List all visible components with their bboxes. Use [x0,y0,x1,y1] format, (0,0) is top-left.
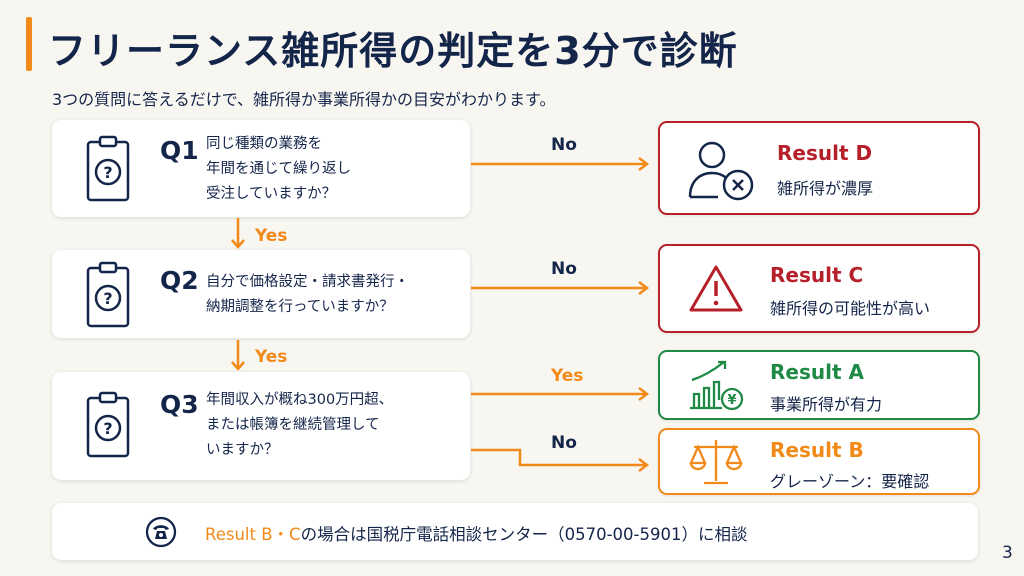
result-card-b: Result B グレーゾーン：要確認 [658,428,980,495]
label-q3-yes: Yes [551,366,584,386]
arrow-q3-yes [471,387,650,401]
question-label: Q2 [160,266,199,295]
warning-icon [689,265,743,312]
result-title: Result D [777,141,873,165]
question-card-q3: ? Q3 年間収入が概ね300万円超、 または帳簿を継続管理して いますか？ [52,372,470,480]
user-x-icon [688,141,754,201]
consultation-note: Result B・Cの場合は国税庁電話相談センター（0570-00-5901）に… [52,503,978,560]
question-line: 同じ種類の業務を [206,136,322,152]
title-accent-bar [26,17,32,71]
result-title: Result C [770,263,864,287]
question-text: 年間収入が概ね300万円超、 または帳簿を継続管理して いますか？ [206,388,393,463]
result-card-a: ¥ Result A 事業所得が有力 [658,350,980,420]
question-line: 納期調整を行っていますか？ [206,299,394,315]
svg-text:?: ? [103,289,112,308]
svg-text:¥: ¥ [727,393,736,408]
result-title: Result A [770,360,864,384]
question-label: Q3 [160,390,199,419]
arrow-q1-no [471,157,650,171]
label-q3-no: No [551,433,577,453]
growth-yen-icon: ¥ [690,360,744,411]
svg-text:?: ? [103,163,112,182]
consultation-highlight: Result B・C [205,525,301,544]
question-line: いますか？ [206,442,279,458]
question-line: または帳簿を継続管理して [206,417,380,433]
question-line: 自分で価格設定・請求書発行・ [206,274,409,290]
svg-text:?: ? [103,419,112,438]
result-text: 雑所得の可能性が高い [770,299,931,318]
question-card-q1: ? Q1 同じ種類の業務を 年間を通じて繰り返し 受注していますか？ [52,120,470,217]
page-title: フリーランス雑所得の判定を3分で診断 [48,29,738,73]
result-title: Result B [770,438,864,462]
consultation-body: の場合は国税庁電話相談センター（0570-00-5901）に相談 [300,525,748,544]
result-text: グレーゾーン：要確認 [770,472,930,491]
arrow-q2-no [471,281,650,295]
question-line: 年間収入が概ね300万円超、 [206,392,394,408]
label-q2-no: No [551,259,577,279]
consultation-text: Result B・Cの場合は国税庁電話相談センター（0570-00-5901）に… [205,521,747,545]
page-subtitle: 3つの質問に答えるだけで、雑所得か事業所得かの目安がわかります。 [52,90,556,109]
clipboard-question-icon: ? [86,135,130,202]
result-text: 事業所得が有力 [770,395,883,414]
phone-icon [145,516,177,548]
result-text: 雑所得が濃厚 [777,179,874,198]
question-label: Q1 [160,136,199,165]
arrow-q1-yes [231,218,245,249]
label-q1-no: No [551,135,577,155]
arrow-q2-yes [231,340,245,371]
question-line: 年間を通じて繰り返し [206,161,351,177]
question-text: 自分で価格設定・請求書発行・ 納期調整を行っていますか？ [206,270,409,320]
question-line: 受注していますか？ [206,186,337,202]
result-card-d: Result D 雑所得が濃厚 [658,121,980,215]
clipboard-question-icon: ? [86,391,130,458]
scale-icon [689,440,743,485]
arrow-q3-no [471,448,650,472]
page-number: 3 [1002,543,1013,563]
label-q1-yes: Yes [255,226,288,246]
question-text: 同じ種類の業務を 年間を通じて繰り返し 受注していますか？ [206,132,351,207]
question-card-q2: ? Q2 自分で価格設定・請求書発行・ 納期調整を行っていますか？ [52,250,470,338]
clipboard-question-icon: ? [86,261,130,328]
label-q2-yes: Yes [255,347,288,367]
result-card-c: Result C 雑所得の可能性が高い [658,244,980,333]
